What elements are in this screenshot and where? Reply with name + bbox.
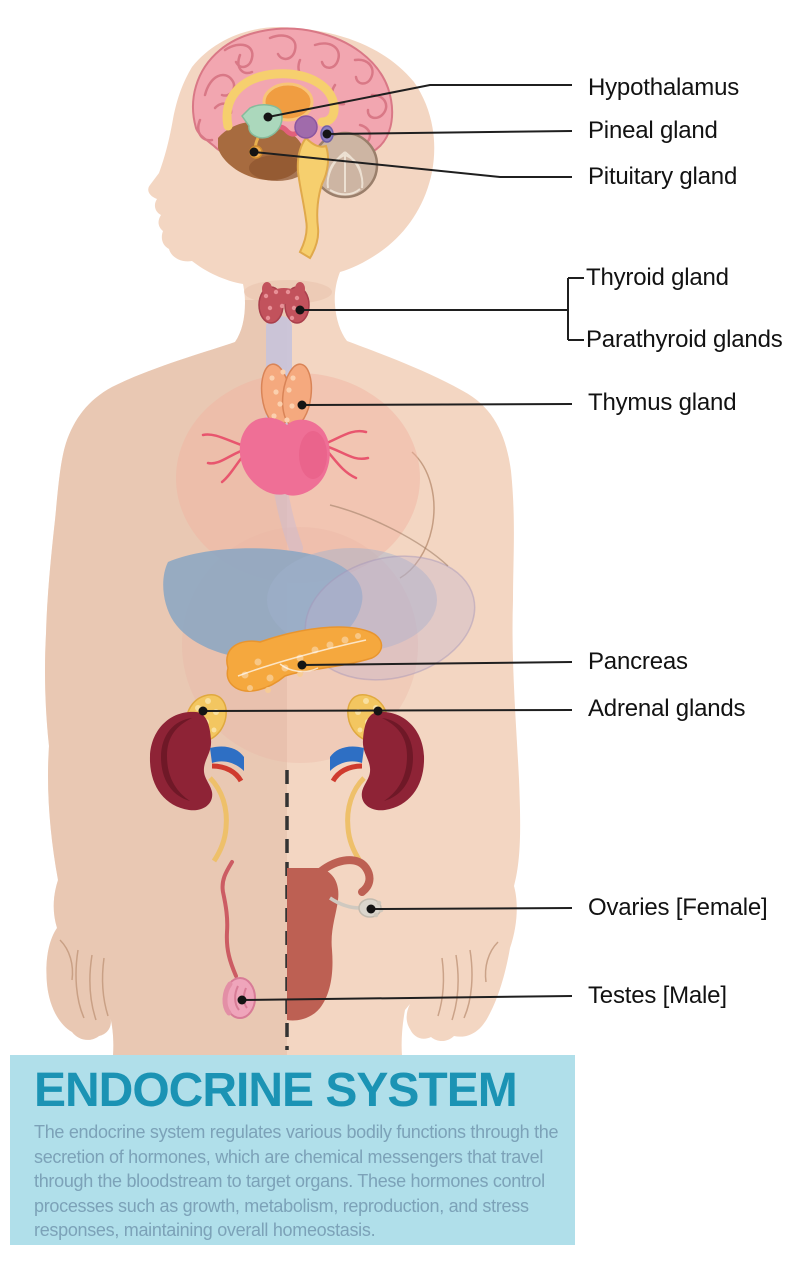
info-banner: ENDOCRINE SYSTEM The endocrine system re… [10, 1055, 575, 1245]
label-thymus-gland: Thymus gland [588, 389, 737, 416]
label-parathyroid-glands: Parathyroid glands [586, 326, 783, 353]
label-hypothalamus: Hypothalamus [588, 74, 740, 101]
label-pineal-gland: Pineal gland [588, 117, 718, 144]
hand-detail-lines [59, 939, 499, 1021]
brain-illustration [192, 27, 394, 260]
label-pituitary-gland: Pituitary gland [588, 163, 738, 190]
leader-lines [202, 84, 584, 1001]
ovarian-ligament [329, 896, 361, 910]
label-testes: Testes [Male] [588, 982, 727, 1009]
label-ovaries: Ovaries [Female] [588, 894, 768, 921]
uterus-illustration [287, 856, 374, 1021]
leader-dots [198, 112, 383, 1005]
label-pancreas: Pancreas [588, 648, 688, 675]
fallopian-tube [316, 856, 374, 896]
thymus-gland-illustration [260, 363, 313, 427]
midbrain [294, 115, 318, 139]
corpus-callosum [222, 69, 339, 131]
banner-description: The endocrine system regulates various b… [34, 1122, 559, 1240]
spermatic-cord [220, 860, 238, 978]
banner-title: ENDOCRINE SYSTEM [34, 1064, 518, 1117]
brainstem [296, 136, 330, 260]
pancreas-illustration [226, 626, 383, 693]
chest-contour-line [399, 451, 435, 579]
label-adrenal-glands: Adrenal glands [588, 695, 746, 722]
thyroid-gland-illustration [258, 282, 310, 324]
hypothalamus-structure [241, 104, 283, 139]
heart-illustration [201, 417, 370, 496]
label-thyroid-gland: Thyroid gland [586, 264, 729, 291]
